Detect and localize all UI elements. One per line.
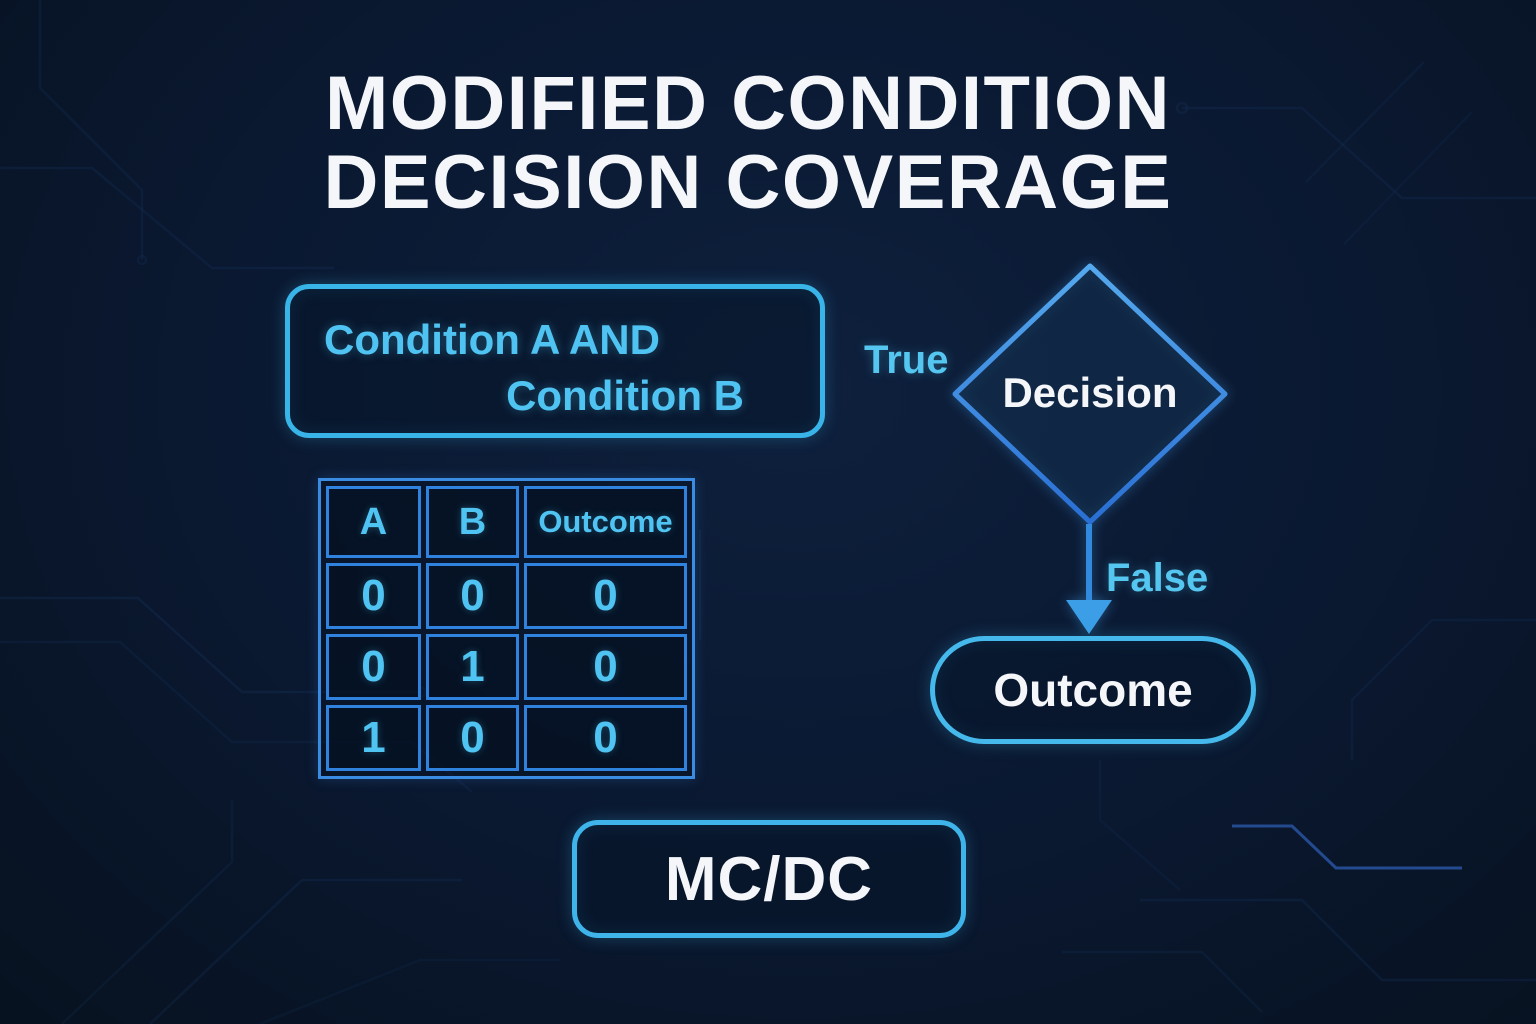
cell-r2-b: 1 — [426, 634, 519, 700]
table-row: 0 0 0 — [326, 563, 687, 629]
mcdc-badge: MC/DC — [572, 820, 966, 938]
outcome-node-label: Outcome — [993, 664, 1193, 716]
cell-r1-outcome: 0 — [524, 563, 687, 629]
page-title-line1: MODIFIED CONDITION — [324, 61, 1172, 146]
page-title-line2: DECISION COVERAGE — [323, 140, 1173, 225]
cell-r2-a: 0 — [326, 634, 421, 700]
table-row: 1 0 0 — [326, 705, 687, 771]
cell-r1-b: 0 — [426, 563, 519, 629]
column-header-a: A — [326, 486, 421, 558]
decision-node-label: Decision — [1002, 369, 1178, 416]
condition-node: Condition A AND Condition B — [285, 284, 825, 438]
table-row: 0 1 0 — [326, 634, 687, 700]
cell-r3-b: 0 — [426, 705, 519, 771]
false-branch-label: False — [1106, 556, 1209, 600]
truth-table-header-row: A B Outcome — [326, 486, 687, 558]
column-header-outcome: Outcome — [524, 486, 687, 558]
cell-r3-a: 1 — [326, 705, 421, 771]
condition-node-line2: Condition B — [506, 372, 744, 419]
truth-table: A B Outcome 0 0 0 0 1 0 1 0 — [318, 478, 695, 779]
true-branch-label: True — [864, 338, 949, 382]
page-title: MODIFIED CONDITION DECISION COVERAGE — [0, 64, 1496, 222]
outcome-node: Outcome — [930, 636, 1256, 744]
cell-r3-outcome: 0 — [524, 705, 687, 771]
mcdc-badge-label: MC/DC — [664, 844, 874, 914]
cell-r1-a: 0 — [326, 563, 421, 629]
column-header-b: B — [426, 486, 519, 558]
arrowhead-down-icon — [1066, 600, 1112, 634]
condition-node-line1: Condition A AND — [324, 316, 660, 363]
cell-r2-outcome: 0 — [524, 634, 687, 700]
